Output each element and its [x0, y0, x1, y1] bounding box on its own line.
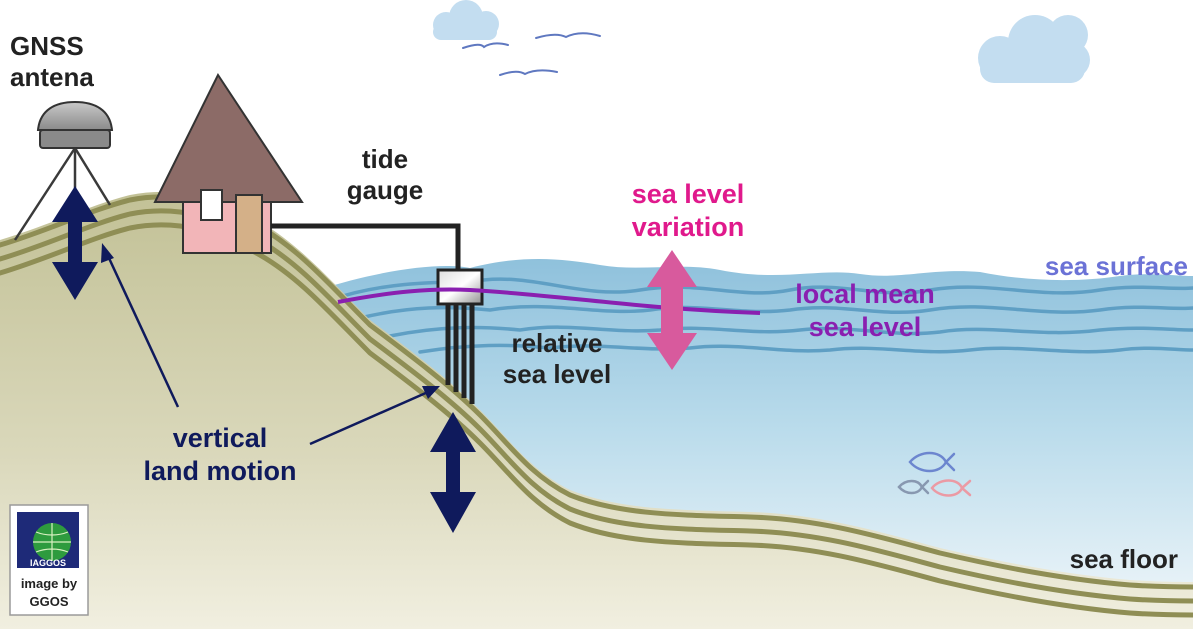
gnss-antenna-label-line1: GNSS: [10, 31, 84, 61]
pointer-arrows: [101, 243, 440, 446]
relative-sea-level-label-line1: relative: [511, 328, 602, 358]
vertical-land-motion-label-line1: vertical: [173, 423, 268, 453]
cloud-icon: [978, 15, 1090, 83]
bird-icon: [499, 69, 558, 76]
sea-level-variation-label-line2: variation: [632, 212, 745, 242]
bird-icon: [535, 32, 601, 39]
vertical-land-motion-label-line2: land motion: [144, 456, 297, 486]
cloud-icon: [433, 0, 499, 40]
tide-gauge-label-line2: gauge: [347, 175, 424, 205]
fish-icon: [897, 451, 972, 497]
local-mean-sea-level-label-line1: local mean: [795, 279, 935, 309]
tide-gauge-label-line1: tide: [362, 144, 408, 174]
logo-caption-line1: image by: [21, 576, 78, 591]
gnss-antenna-label-line2: antena: [10, 62, 94, 92]
ggos-logo-mark: IAGGOS: [30, 558, 66, 568]
sea-floor-label: sea floor: [1070, 544, 1178, 574]
relative-sea-level-label-line2: sea level: [503, 359, 611, 389]
sea-level-variation-label-line1: sea level: [632, 179, 745, 209]
tide-gauge: [271, 223, 484, 404]
ggos-logo: IAGGOS image by GGOS: [9, 504, 89, 616]
sea-level-variation-arrow: [647, 250, 697, 370]
gauge-vertical-motion-arrow: [430, 412, 476, 533]
antenna-icon: [13, 100, 114, 241]
sea-surface-label: sea surface: [1045, 251, 1188, 281]
logo-caption-line2: GGOS: [29, 594, 68, 609]
house-icon: [153, 72, 304, 254]
land-mass: [0, 191, 1193, 629]
local-mean-sea-level-label-line2: sea level: [809, 312, 922, 342]
bird-icon: [462, 42, 509, 49]
gnss-vertical-motion-arrow: [52, 186, 98, 300]
